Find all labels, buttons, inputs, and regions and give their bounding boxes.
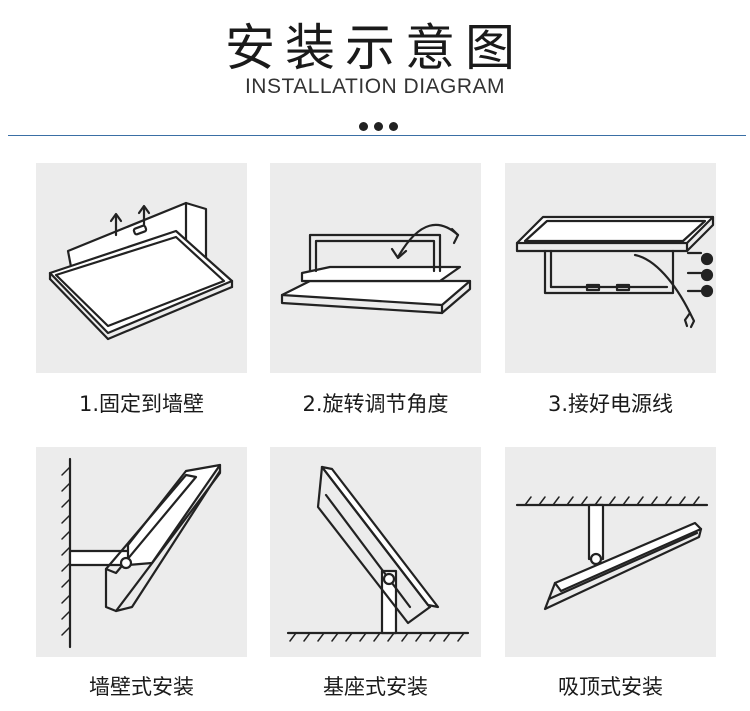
step2-caption: 2.旋转调节角度 [270,388,481,418]
base-mount-caption: 基座式安装 [270,671,481,701]
ceiling-mount-illustration [505,447,716,657]
page-subtitle: INSTALLATION DIAGRAM [0,75,750,99]
decorative-dots [359,116,409,126]
base-mount-illustration [270,447,481,657]
ceiling-mount-caption: 吸顶式安装 [505,671,716,701]
step3-caption: 3.接好电源线 [505,388,716,418]
step3-illustration [505,163,716,373]
page-title: 安装示意图 [0,8,750,80]
divider-line [8,135,746,136]
step1-illustration [36,163,247,373]
step2-illustration [270,163,481,373]
wall-mount-caption: 墙壁式安装 [36,671,247,701]
step1-caption: 1.固定到墙壁 [36,388,247,418]
wall-mount-illustration [36,447,247,657]
